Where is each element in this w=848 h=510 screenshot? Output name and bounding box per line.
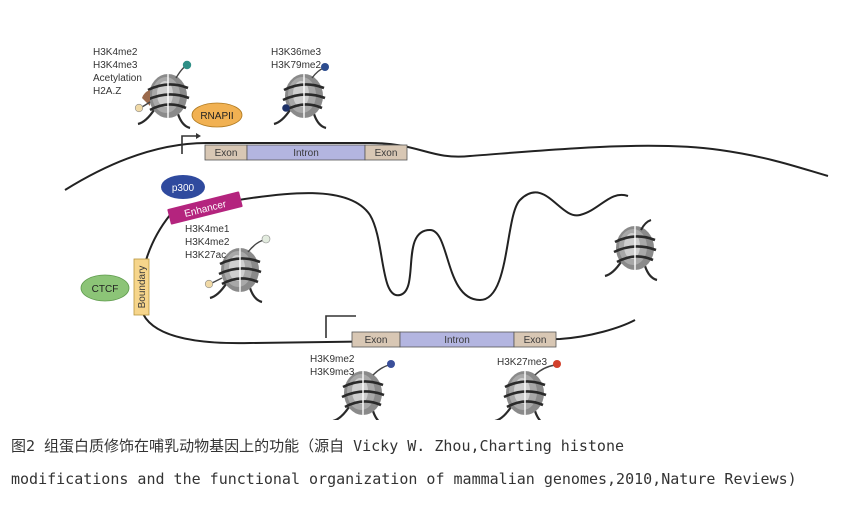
tss-arrow-top: [181, 135, 196, 154]
mark-label: H3K27ac: [185, 250, 226, 261]
chromatin-diagram: Exon Intron Exon Exon Intron Exon RNAPII…: [64, 47, 829, 420]
chromatin-fiber-top: [64, 141, 829, 191]
mark-label: H3K9me3: [310, 367, 355, 378]
mark-ball-pale: [261, 234, 271, 244]
mark-label: H3K36me3: [271, 47, 321, 58]
nucleosome-promoter: [134, 60, 192, 130]
mark-ball-blue: [387, 360, 395, 368]
nucleosome-genebody: [272, 63, 329, 130]
mark-label: H3K4me2: [185, 237, 230, 248]
marks-promoter: H3K4me2 H3K4me3 Acetylation H2A.Z: [93, 47, 142, 97]
mark-label: H3K79me2: [271, 60, 321, 71]
mark-ball-teal: [182, 60, 192, 70]
figure-caption: 图2 组蛋白质修饰在哺乳动物基因上的功能（源自 Vicky W. Zhou,Ch…: [11, 430, 841, 496]
marks-genebody: H3K36me3 H3K79me2: [271, 47, 321, 71]
nucleosome-enhancer: [204, 234, 271, 304]
mark-ball-beige: [204, 279, 214, 289]
boundary-element: Boundary: [133, 258, 150, 316]
ctcf-oval: [80, 274, 130, 302]
chromatin-fiber-loop: [209, 191, 629, 302]
gene-top: Exon Intron Exon: [181, 133, 408, 161]
caption-line-1: 图2 组蛋白质修饰在哺乳动物基因上的功能（源自 Vicky W. Zhou,Ch…: [11, 437, 625, 455]
exon-label: Exon: [365, 335, 388, 346]
intron-label: Intron: [293, 148, 319, 159]
nucleosome-heterochromatin: [331, 360, 395, 420]
chromatin-fiber-bottom: [138, 214, 636, 345]
mark-ball-beige: [134, 103, 144, 113]
p300-label: p300: [172, 183, 195, 194]
rnapii-oval: [191, 102, 243, 128]
mark-label: H2A.Z: [93, 86, 121, 97]
exon-box: [364, 144, 408, 161]
rnapii-label: RNAPII: [200, 111, 233, 122]
exon-box: [513, 331, 557, 348]
exon-label: Exon: [524, 335, 547, 346]
mark-label: H3K4me2: [93, 47, 138, 58]
mark-label: H3K9me2: [310, 354, 355, 365]
mark-ball-red: [553, 360, 561, 368]
mark-label: H3K4me3: [93, 60, 138, 71]
marks-polycomb: H3K27me3: [497, 357, 547, 368]
marks-enhancer: H3K4me1 H3K4me2 H3K27ac: [185, 224, 230, 261]
mark-label: Acetylation: [93, 73, 142, 84]
boundary-label: Boundary: [137, 266, 148, 309]
exon-label: Exon: [375, 148, 398, 159]
marks-heterochromatin: H3K9me2 H3K9me3: [310, 354, 355, 378]
tss-arrow-bottom: [325, 315, 356, 338]
p300-oval: [161, 175, 205, 199]
mark-label: H3K27me3: [497, 357, 547, 368]
mark-ball-blue: [321, 63, 329, 71]
mark-ball-navy: [282, 104, 290, 112]
caption-line-2: modifications and the functional organiz…: [11, 470, 797, 488]
intron-label: Intron: [444, 335, 470, 346]
ctcf-label: CTCF: [92, 284, 119, 295]
mark-label: H3K4me1: [185, 224, 230, 235]
nucleosome-unmarked: [603, 219, 659, 282]
gene-bottom: Exon Intron Exon: [325, 315, 557, 348]
exon-label: Exon: [215, 148, 238, 159]
nucleosome-polycomb: [493, 360, 561, 420]
